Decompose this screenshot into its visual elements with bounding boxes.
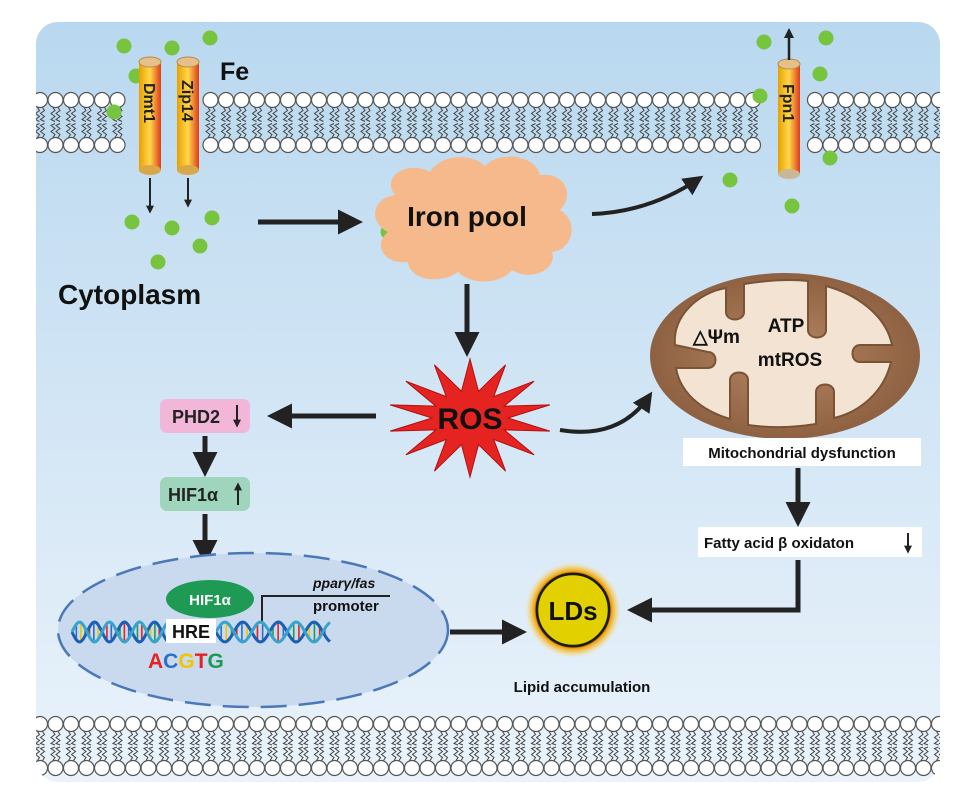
- nuclear-hif1a-label: HIF1α: [189, 592, 232, 609]
- iron-dot: [204, 210, 220, 226]
- promoter-marker: [261, 595, 390, 622]
- promoter-label: promoter: [313, 598, 379, 615]
- phd2-label: PHD2: [172, 407, 220, 427]
- arrow-ros-to-mitochondria: [559, 391, 653, 434]
- mtros-label: mtROS: [758, 350, 822, 371]
- iron-dot: [722, 172, 738, 188]
- mitochondrial-inner-membrane: [673, 279, 894, 429]
- iron-pool-label: Iron pool: [407, 201, 527, 232]
- dna-helix-left: [70, 620, 170, 644]
- lipid-accumulation-label: Lipid accumulation: [514, 679, 651, 696]
- zip14-transporter: Zip14: [176, 56, 200, 175]
- iron-dot: [752, 88, 768, 104]
- iron-dot: [164, 40, 180, 56]
- nucleus: HIF1α pparγ/fas promoter HRE ACGTG: [56, 551, 450, 709]
- ros-burst: ROS: [389, 357, 551, 479]
- cytoplasm-label: Cytoplasm: [58, 279, 201, 310]
- acgtg-sequence: ACGTG: [148, 650, 224, 673]
- hre-label: HRE: [172, 622, 210, 642]
- iron-dot: [150, 254, 166, 270]
- fpn1-transporter: Fpn1: [777, 58, 801, 179]
- ros-label: ROS: [437, 403, 502, 436]
- dmt1-label: Dmt1: [140, 83, 157, 123]
- arrow-iron-pool-to-fpn1: [591, 175, 704, 216]
- zip14-label: Zip14: [178, 80, 195, 122]
- iron-dot: [124, 214, 140, 230]
- nuclear-hif1a-oval: [166, 580, 254, 618]
- iron-dot: [202, 30, 218, 46]
- phd2-box: PHD2: [160, 399, 250, 433]
- delta-psi-m-label: △Ψm: [692, 327, 740, 348]
- iron-dot: [192, 238, 208, 254]
- mito-dysfunction-label: Mitochondrial dysfunction: [708, 445, 896, 462]
- plasma-membrane-top: [36, 91, 940, 154]
- iron-dot: [818, 30, 834, 46]
- mitochondrion: △Ψm ATP mtROS: [650, 273, 920, 439]
- fe-label: Fe: [220, 58, 249, 86]
- dna-helix-right: [214, 620, 331, 644]
- iron-dot: [756, 34, 772, 50]
- lipid-droplet: LDs: [525, 562, 621, 658]
- promoter-gene-label: pparγ/fas: [312, 575, 375, 591]
- iron-dot: [784, 198, 800, 214]
- hif1a-label: HIF1α: [168, 485, 218, 505]
- atp-label: ATP: [768, 316, 805, 337]
- iron-dot: [822, 150, 838, 166]
- dmt1-transporter: Dmt1: [138, 56, 162, 175]
- iron-dot: [106, 104, 122, 120]
- arrow-fatty-acid-to-lds: [627, 560, 801, 623]
- hif1a-box: HIF1α: [160, 477, 250, 511]
- iron-pool-cloud: Iron pool: [375, 156, 572, 282]
- fatty-acid-label: Fatty acid β oxidaton: [704, 535, 854, 552]
- iron-dot: [812, 66, 828, 82]
- fpn1-label: Fpn1: [779, 84, 796, 122]
- iron-dot: [116, 38, 132, 54]
- plasma-membrane-bottom: [36, 715, 940, 777]
- iron-dot: [164, 220, 180, 236]
- lds-label: LDs: [548, 596, 597, 626]
